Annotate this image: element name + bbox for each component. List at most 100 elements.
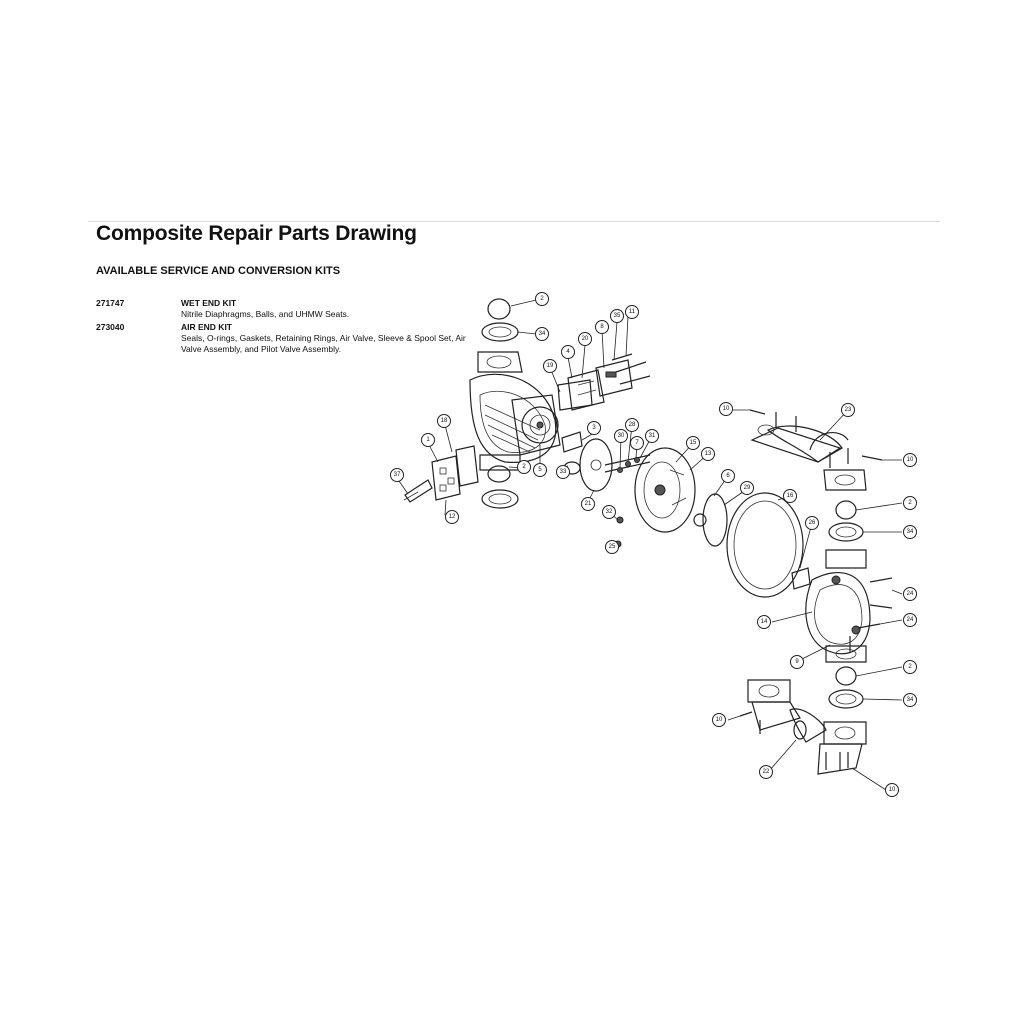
- leader-lines: [396, 299, 903, 791]
- bolts-right-cover: [849, 577, 893, 652]
- callout-10: 10: [719, 402, 733, 416]
- callout-13: 13: [701, 447, 715, 461]
- callout-6: 6: [721, 469, 735, 483]
- callout-3: 3: [587, 421, 601, 435]
- callout-32: 32: [602, 505, 616, 519]
- svg-text:2: 2: [908, 664, 912, 670]
- callout-2: 2: [903, 660, 917, 674]
- callout-26: 26: [805, 516, 819, 530]
- callout-16: 16: [783, 489, 797, 503]
- fluid-cover-right: [805, 549, 871, 663]
- bolts-manifold-bottom: [739, 711, 849, 768]
- callout-23: 23: [841, 403, 855, 417]
- svg-text:24: 24: [907, 617, 914, 623]
- svg-text:29: 29: [744, 485, 751, 491]
- svg-text:1: 1: [426, 437, 430, 443]
- svg-text:9: 9: [795, 659, 799, 665]
- svg-text:14: 14: [761, 619, 768, 625]
- svg-text:10: 10: [889, 787, 896, 793]
- svg-text:20: 20: [582, 336, 589, 342]
- svg-text:12: 12: [449, 514, 456, 520]
- svg-text:2: 2: [522, 464, 526, 470]
- svg-text:22: 22: [763, 769, 770, 775]
- ball-seat-right-top: [828, 500, 864, 542]
- callout-10: 10: [712, 713, 726, 727]
- callout-28: 28: [625, 418, 639, 432]
- svg-text:16: 16: [787, 493, 794, 499]
- callout-7: 7: [630, 436, 644, 450]
- callout-8: 8: [595, 320, 609, 334]
- svg-text:34: 34: [539, 331, 546, 337]
- callout-14: 14: [757, 615, 771, 629]
- svg-text:2: 2: [540, 296, 544, 302]
- svg-text:26: 26: [809, 520, 816, 526]
- svg-text:35: 35: [614, 313, 621, 319]
- kit-number: 271747: [96, 298, 125, 308]
- callout-2: 2: [517, 460, 531, 474]
- washer-6: [693, 493, 728, 547]
- callout-29: 29: [740, 481, 754, 495]
- callout-31: 31: [645, 429, 659, 443]
- callout-22: 22: [759, 765, 773, 779]
- callout-5: 5: [533, 463, 547, 477]
- svg-text:6: 6: [726, 473, 730, 479]
- svg-text:10: 10: [907, 457, 914, 463]
- center-section-left: [511, 394, 561, 456]
- callout-12: 12: [445, 510, 459, 524]
- callout-4: 4: [561, 345, 575, 359]
- inlet-manifold-top: [750, 424, 867, 491]
- callout-20: 20: [578, 332, 592, 346]
- callout-2: 2: [535, 292, 549, 306]
- svg-text:10: 10: [716, 717, 723, 723]
- callout-35: 35: [610, 309, 624, 323]
- svg-text:28: 28: [629, 422, 636, 428]
- shaft-and-plates: [561, 431, 651, 492]
- callout-24: 24: [903, 613, 917, 627]
- svg-text:18: 18: [441, 418, 448, 424]
- svg-text:23: 23: [845, 407, 852, 413]
- kit-name: WET END KIT: [181, 298, 237, 308]
- svg-text:4: 4: [566, 349, 570, 355]
- callout-9: 9: [790, 655, 804, 669]
- ball-top-left: [487, 298, 511, 320]
- small-parts-left: [614, 457, 640, 548]
- svg-text:2: 2: [908, 500, 912, 506]
- callout-19: 19: [543, 359, 557, 373]
- svg-text:19: 19: [547, 363, 554, 369]
- svg-text:31: 31: [649, 433, 656, 439]
- callout-34: 34: [903, 693, 917, 707]
- callout-2: 2: [903, 496, 917, 510]
- kit-name: AIR END KIT: [181, 322, 232, 332]
- diaphragm-plate-left: [634, 447, 696, 533]
- svg-text:5: 5: [538, 467, 542, 473]
- svg-text:11: 11: [629, 309, 636, 315]
- svg-text:7: 7: [635, 440, 639, 446]
- callout-bubbles: 2 34 20 35 11 8 4 19 18 1 37 12 2 5 33 3…: [390, 292, 917, 797]
- kit-number: 273040: [96, 322, 125, 332]
- svg-text:34: 34: [907, 697, 914, 703]
- title-divider-rule: [88, 221, 940, 222]
- callout-1: 1: [421, 433, 435, 447]
- svg-text:10: 10: [723, 406, 730, 412]
- kit-description: Nitrile Diaphragms, Balls, and UHMW Seat…: [181, 309, 350, 319]
- callout-11: 11: [625, 305, 639, 319]
- bolts-manifold-top: [749, 409, 883, 468]
- svg-text:33: 33: [560, 469, 567, 475]
- svg-text:37: 37: [394, 472, 401, 478]
- callout-18: 18: [437, 414, 451, 428]
- outlet-manifold-bottom: [747, 679, 867, 775]
- callout-15: 15: [686, 436, 700, 450]
- callout-25: 25: [605, 540, 619, 554]
- svg-text:15: 15: [690, 440, 697, 446]
- svg-text:8: 8: [600, 324, 604, 330]
- kits-heading: AVAILABLE SERVICE AND CONVERSION KITS: [96, 265, 341, 277]
- callout-10: 10: [903, 453, 917, 467]
- callout-30: 30: [614, 429, 628, 443]
- callout-34: 34: [535, 327, 549, 341]
- screws-upper: [611, 353, 651, 385]
- svg-text:34: 34: [907, 529, 914, 535]
- svg-text:32: 32: [606, 509, 613, 515]
- pilot-valve-plates: [557, 359, 633, 411]
- callout-10: 10: [885, 783, 899, 797]
